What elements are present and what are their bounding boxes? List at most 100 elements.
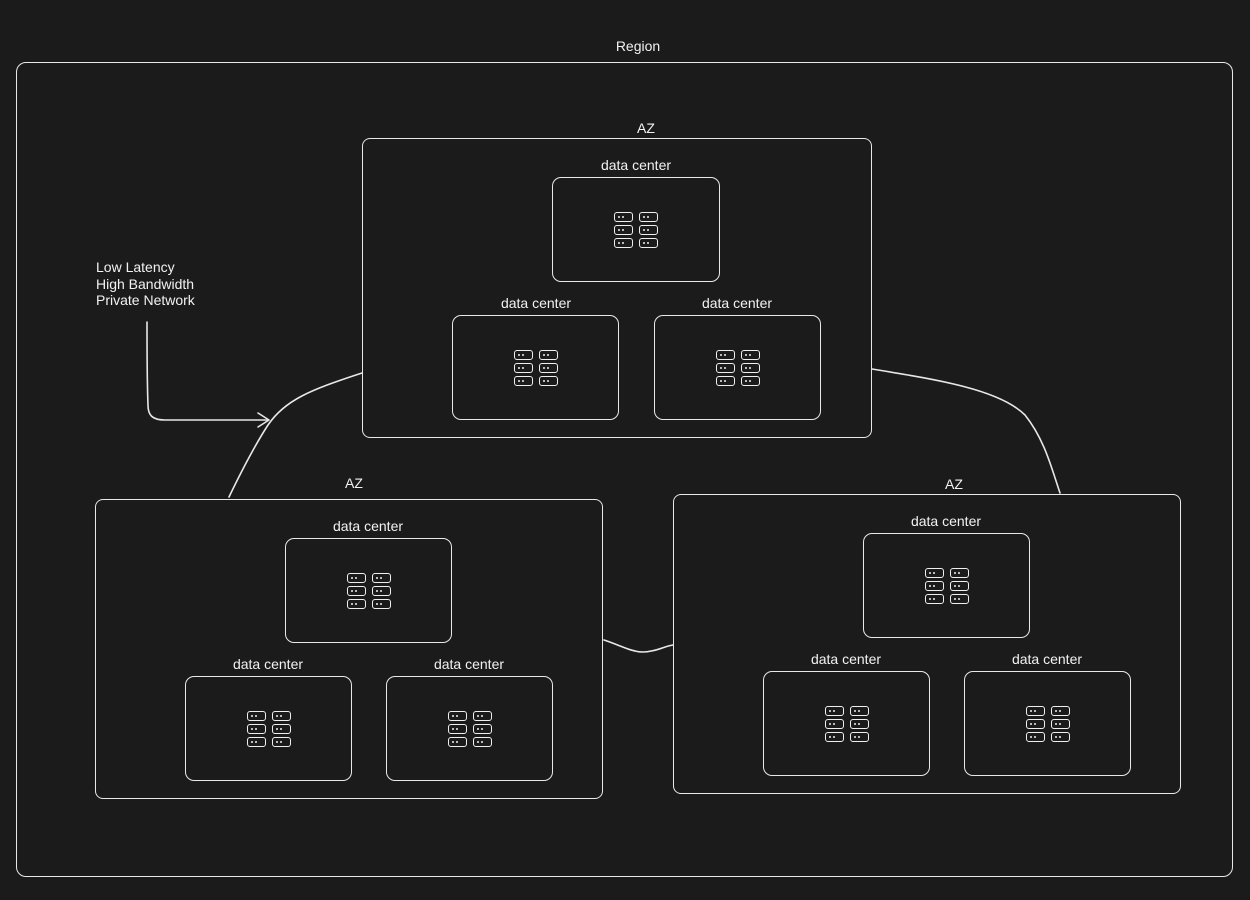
server-unit-icon: [246, 723, 266, 734]
server-unit-icon: [740, 362, 760, 373]
server-stack: [824, 705, 844, 742]
dc-label-left-3: data center: [433, 656, 505, 672]
server-unit-icon: [824, 705, 844, 716]
server-stack: [639, 211, 658, 248]
server-unit-icon: [271, 723, 291, 734]
server-unit-icon: [639, 211, 658, 222]
dc-label-right-3: data center: [1011, 651, 1083, 667]
server-stack: [513, 349, 533, 386]
data-center-left-2: [185, 676, 352, 781]
region-boundary: [16, 62, 1233, 877]
server-rack-icon: [246, 710, 291, 747]
dc-label-top-2: data center: [500, 295, 572, 311]
dc-label-right-2: data center: [810, 651, 882, 667]
server-unit-icon: [472, 736, 492, 747]
server-rack-icon: [715, 349, 760, 386]
server-stack: [849, 705, 869, 742]
note-line-bandwidth: High Bandwidth: [96, 275, 195, 292]
server-unit-icon: [614, 237, 633, 248]
server-unit-icon: [1025, 731, 1045, 742]
az-label-top: AZ: [637, 120, 655, 136]
server-unit-icon: [849, 731, 869, 742]
server-unit-icon: [371, 598, 391, 609]
server-stack: [472, 710, 492, 747]
server-unit-icon: [1025, 705, 1045, 716]
server-unit-icon: [447, 710, 467, 721]
data-center-left-1: [285, 538, 452, 643]
server-unit-icon: [271, 710, 291, 721]
server-unit-icon: [538, 375, 558, 386]
server-unit-icon: [472, 710, 492, 721]
server-unit-icon: [614, 211, 633, 222]
server-unit-icon: [246, 736, 266, 747]
server-stack: [614, 211, 633, 248]
server-stack: [924, 567, 944, 604]
server-unit-icon: [1050, 731, 1070, 742]
data-center-top-1: [552, 177, 720, 282]
data-center-right-2: [763, 671, 930, 776]
server-unit-icon: [849, 705, 869, 716]
data-center-top-3: [654, 315, 821, 420]
dc-label-left-1: data center: [332, 518, 404, 534]
dc-label-left-2: data center: [232, 656, 304, 672]
server-stack: [346, 572, 366, 609]
server-rack-icon: [513, 349, 558, 386]
server-unit-icon: [1025, 718, 1045, 729]
server-unit-icon: [824, 731, 844, 742]
server-unit-icon: [371, 572, 391, 583]
server-rack-icon: [614, 211, 658, 248]
data-center-left-3: [386, 676, 553, 781]
server-unit-icon: [346, 572, 366, 583]
server-unit-icon: [472, 723, 492, 734]
server-unit-icon: [639, 224, 658, 235]
server-unit-icon: [271, 736, 291, 747]
server-stack: [949, 567, 969, 604]
server-unit-icon: [513, 349, 533, 360]
az-label-left: AZ: [345, 475, 363, 491]
server-unit-icon: [614, 224, 633, 235]
network-note: Low Latency High Bandwidth Private Netwo…: [96, 259, 195, 309]
server-rack-icon: [346, 572, 391, 609]
server-unit-icon: [639, 237, 658, 248]
server-unit-icon: [513, 362, 533, 373]
server-unit-icon: [849, 718, 869, 729]
az-label-right: AZ: [945, 476, 963, 492]
server-unit-icon: [447, 736, 467, 747]
dc-label-top-1: data center: [600, 157, 672, 173]
server-unit-icon: [715, 362, 735, 373]
server-stack: [1050, 705, 1070, 742]
server-rack-icon: [1025, 705, 1070, 742]
server-unit-icon: [538, 362, 558, 373]
data-center-right-3: [964, 671, 1131, 776]
server-stack: [740, 349, 760, 386]
server-unit-icon: [346, 598, 366, 609]
server-unit-icon: [715, 349, 735, 360]
data-center-right-1: [863, 533, 1030, 638]
server-rack-icon: [924, 567, 969, 604]
server-unit-icon: [346, 585, 366, 596]
server-unit-icon: [949, 567, 969, 578]
server-stack: [246, 710, 266, 747]
server-unit-icon: [1050, 718, 1070, 729]
server-unit-icon: [538, 349, 558, 360]
server-stack: [1025, 705, 1045, 742]
server-unit-icon: [447, 723, 467, 734]
region-label: Region: [615, 38, 661, 54]
server-unit-icon: [924, 593, 944, 604]
server-rack-icon: [447, 710, 492, 747]
note-line-latency: Low Latency: [96, 259, 175, 275]
server-unit-icon: [371, 585, 391, 596]
data-center-top-2: [452, 315, 619, 420]
server-unit-icon: [949, 593, 969, 604]
server-unit-icon: [246, 710, 266, 721]
server-unit-icon: [740, 349, 760, 360]
note-line-private: Private Network: [96, 292, 195, 308]
server-stack: [271, 710, 291, 747]
server-stack: [371, 572, 391, 609]
server-unit-icon: [824, 718, 844, 729]
server-rack-icon: [824, 705, 869, 742]
server-unit-icon: [1050, 705, 1070, 716]
server-unit-icon: [924, 567, 944, 578]
server-unit-icon: [924, 580, 944, 591]
